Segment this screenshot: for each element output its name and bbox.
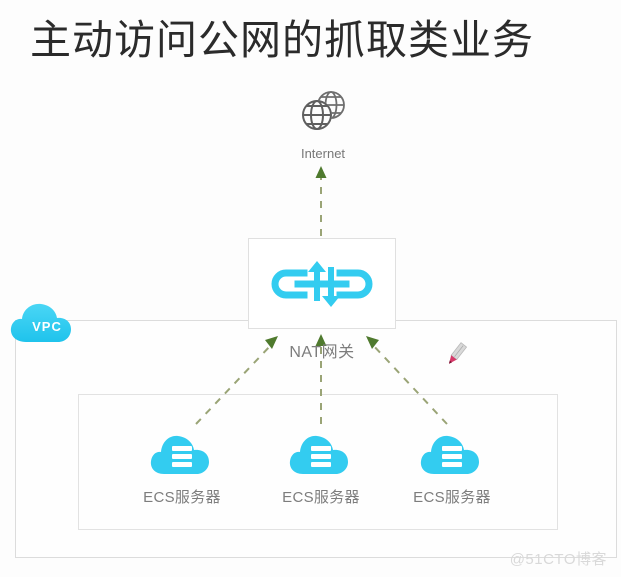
nat-gateway-label: NAT网关 [289,344,355,361]
ecs-server-node[interactable]: ECS服务器 [251,424,391,507]
ecs-server-cloud-icon [420,435,479,474]
internet-label: Internet [300,146,346,161]
ecs-server-node[interactable]: ECS服务器 [382,424,522,507]
ecs-server-cloud-icon [150,435,209,474]
ecs-server-label: ECS服务器 [282,489,360,506]
globe-icon [294,88,352,140]
ecs-server-node[interactable]: ECS服务器 [112,424,252,507]
page-title: 主动访问公网的抓取类业务 [30,17,534,63]
pencil-cursor [443,340,469,368]
cloud-icon [8,298,86,346]
ecs-server-label: ECS服务器 [143,489,221,506]
watermark: @51CTO博客 [509,551,607,568]
ecs-server-cloud-icon [289,435,348,474]
ecs-server-label: ECS服务器 [413,489,491,506]
nat-gateway-icon [271,260,373,307]
nat-gateway-node[interactable] [248,238,396,329]
